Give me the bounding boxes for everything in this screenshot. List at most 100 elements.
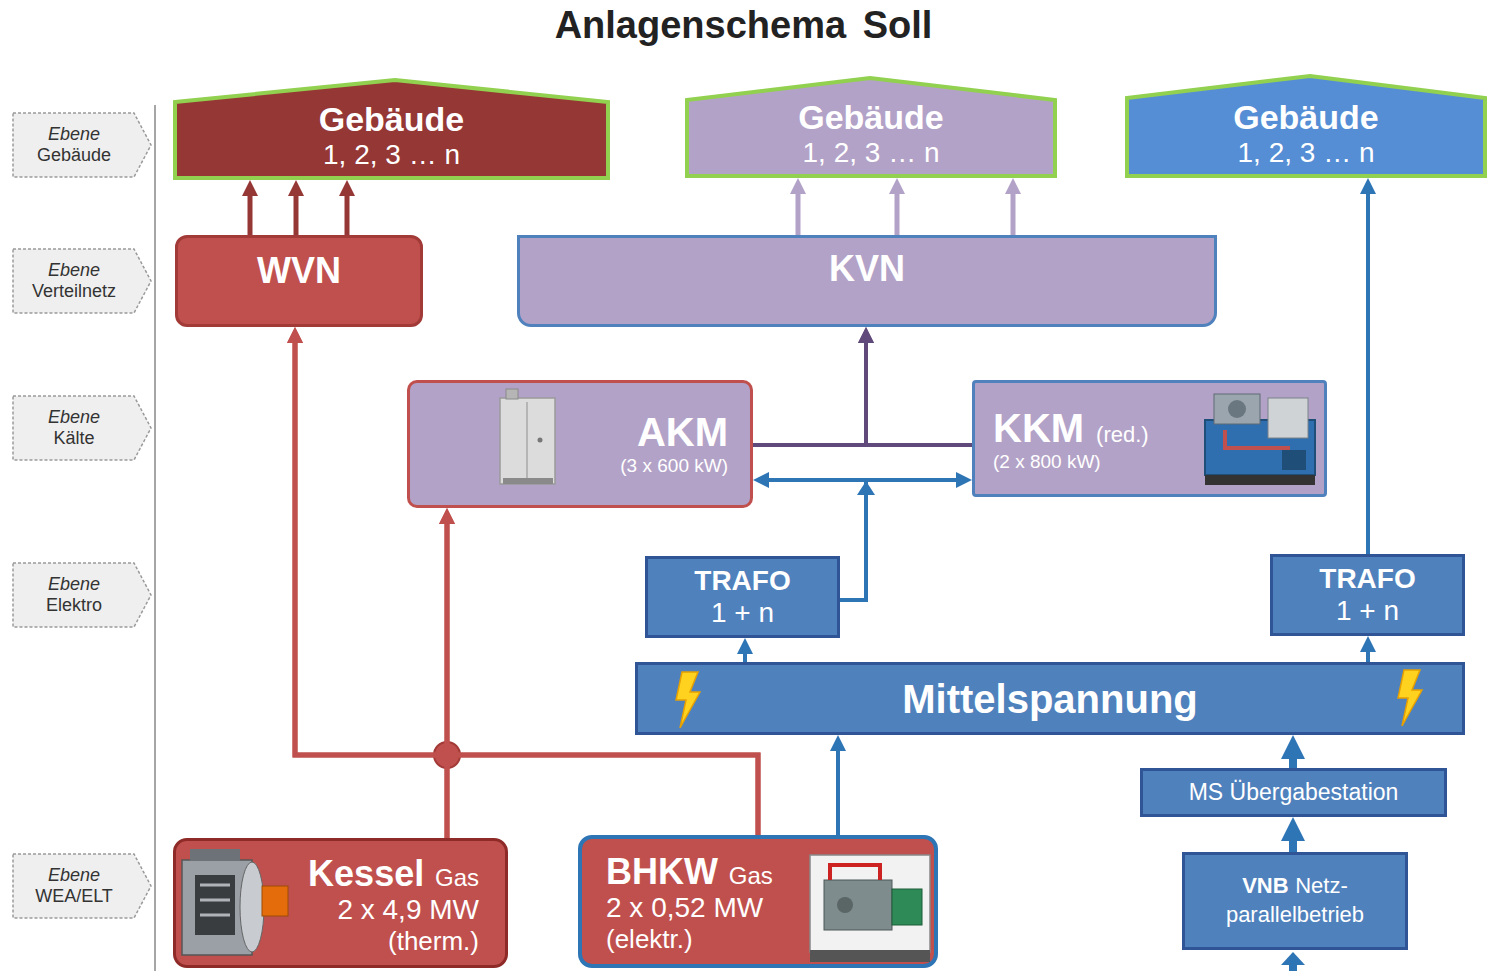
connector [796,191,801,235]
box-label: (therm.) [388,926,479,956]
substation-box: MS Übergabestation [1140,768,1447,817]
text-line: (2 x 800 kW) [993,451,1101,473]
building-shape [175,80,608,178]
compression-chiller-picture [1205,394,1315,485]
building-block: Gebäude1, 2, 3 … n [173,78,610,180]
building-shape [1127,76,1485,176]
text-line: MS Übergabestation [1189,779,1399,805]
level-tag-shape [13,563,151,627]
text-line: (elektr.) [606,925,693,955]
text-line: Ebene [48,124,100,145]
text-line: KVN [829,248,905,289]
text-line: Gebäude [798,98,943,137]
text-line: Gebäude [37,145,111,166]
text-line: TRAFO [694,565,790,597]
generator-box: KesselGas2 x 4,9 MW(therm.) [173,838,508,968]
boiler-picture [182,849,288,955]
box-label: (red.) [1096,422,1149,447]
transformer-box: TRAFO1 + n [645,556,840,638]
text-line: 2 x 0,52 MW [606,892,763,924]
connector [345,193,350,235]
box-label: Gas [729,862,773,889]
connector [1366,649,1370,662]
text-line: Ebene [48,574,100,595]
text-line: KKM (red.) [993,405,1149,451]
box-label: (elektr.) [606,924,693,954]
level-label: Ebene [48,574,100,594]
connector [753,340,866,445]
level-label: Ebene [48,865,100,885]
level-tag-shape [13,854,151,918]
text-line: (3 x 600 kW) [620,455,728,477]
level-label: Ebene [48,407,100,427]
level-tag-shape [13,113,151,177]
building-shape [687,78,1055,176]
grid-box: VNBNetz- parallelbetrieb [1182,852,1408,950]
connector [1289,836,1297,852]
connector [1366,191,1370,554]
transformer-box: TRAFO1 + n [1270,554,1465,636]
text-line: Elektro [46,595,102,616]
text-line: Gebäude [1233,98,1378,137]
text-line: 1, 2, 3 … n [323,139,460,171]
text-line: Kälte [53,428,94,449]
box-label: 2 x 4,9 MW [337,894,479,925]
network-box: KVN [517,235,1217,327]
level-label: Elektro [46,595,102,615]
text-line: 1, 2, 3 … n [1238,137,1375,169]
box-label: WVN [257,250,341,291]
text-line: TRAFO [1319,563,1415,595]
text-line: WVN [257,250,341,291]
title-area: Anlagenschema Soll [0,4,1487,47]
box-label: BHKW [606,851,718,892]
text-line: (therm.) [388,927,479,957]
box-label: 1 + n [1336,595,1399,626]
connector [840,480,959,600]
text-line: Gebäude [319,100,464,139]
box-label: MS Übergabestation [1189,779,1399,805]
box-label: Gas [435,864,479,891]
level-tag-shape [13,249,151,313]
building-block: Gebäude1, 2, 3 … n [1125,74,1487,178]
level-tag: EbeneGebäude [12,112,152,178]
level-label: Kälte [53,428,94,448]
text-line: 1 + n [711,597,774,629]
text-line: Verteilnetz [32,281,116,302]
level-divider [154,105,156,971]
text-line: Ebene [48,865,100,886]
level-label: Gebäude [37,145,111,165]
box-label: 2 x 0,52 MW [606,892,763,923]
diagram-title: Anlagenschema Soll [555,4,933,46]
connector [895,191,900,235]
connector [1011,191,1016,235]
box-label: Gebäude [1233,98,1378,136]
level-tag: EbeneKälte [12,395,152,461]
level-label: Ebene [48,260,100,280]
box-label: (2 x 800 kW) [993,451,1101,472]
generator-box: BHKW Gas 2 x 0,52 MW(elektr.) [578,835,938,968]
grid-feed-line [1289,964,1297,971]
connector [743,651,747,662]
connector [1289,754,1297,768]
text-line: Ebene [48,260,100,281]
connector [294,193,299,235]
text-line: BHKW Gas [606,851,773,892]
text-line: AKM [637,409,728,455]
level-tag-shape [13,396,151,460]
busbar-band: Mittelspannung [635,662,1465,735]
connector [248,193,253,235]
chiller-box: KKM (red.) (2 x 800 kW) [972,380,1327,497]
box-label: TRAFO [694,565,790,596]
grid-feed-arrowhead [1281,952,1305,965]
level-label: Ebene [48,124,100,144]
text-line: 2 x 4,9 MW [337,894,479,926]
box-label: KKM [993,406,1084,450]
absorption-chiller-picture [500,389,555,484]
box-label: AKM [637,410,728,454]
box-label: 1, 2, 3 … n [803,137,940,168]
box-label: KVN [829,248,905,289]
lightning-symbol [1398,670,1422,726]
building-block: Gebäude1, 2, 3 … n [685,76,1057,178]
text-line: 1, 2, 3 … n [803,137,940,169]
box-label: 1, 2, 3 … n [1238,137,1375,168]
